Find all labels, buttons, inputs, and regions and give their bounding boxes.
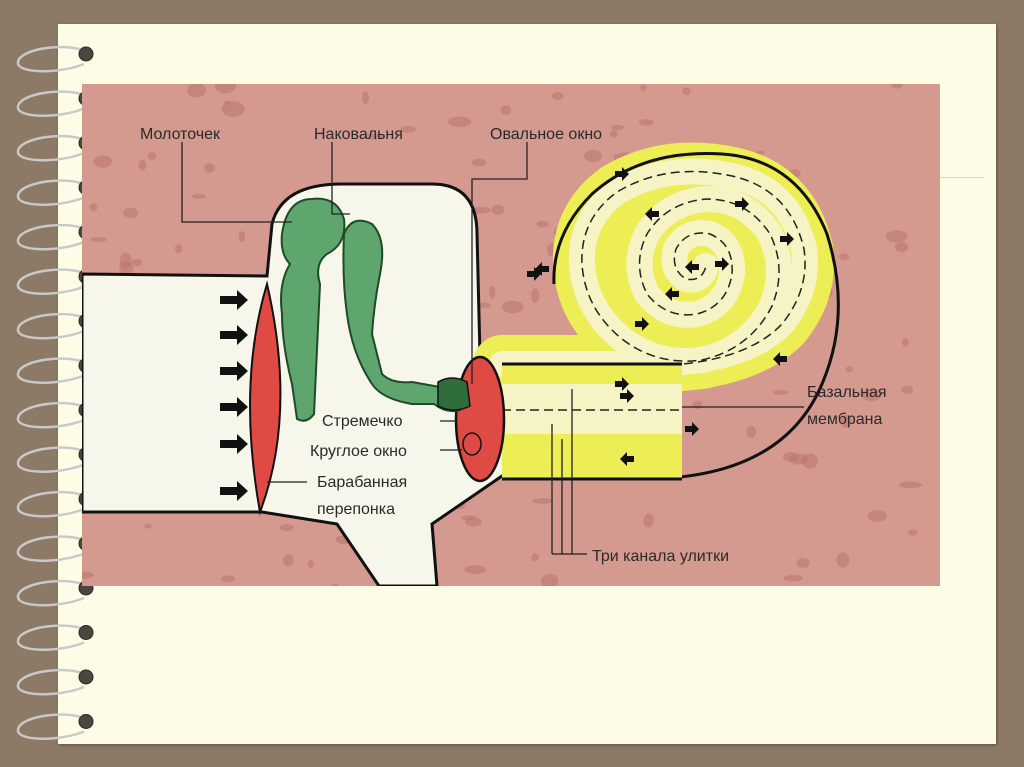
round-window	[462, 432, 482, 456]
label-stapes: Стремечко	[322, 413, 403, 430]
arrow-right-icon	[220, 325, 248, 345]
malleus	[280, 197, 346, 422]
flow-arrow-icon	[685, 260, 699, 274]
flow-arrow-icon	[615, 167, 629, 181]
divider-line	[940, 177, 984, 178]
flow-arrow-icon	[635, 317, 649, 331]
stapes	[437, 377, 471, 411]
cochlea-outline	[502, 152, 840, 481]
binding-ring	[16, 713, 94, 740]
ear-diagram: Молоточек Наковальня Овальное окно Стрем…	[82, 84, 940, 586]
flow-arrow-icon	[665, 287, 679, 301]
label-eardrum-2: перепонка	[317, 501, 395, 518]
eardrum	[249, 280, 282, 516]
flow-arrow-icon	[773, 352, 787, 366]
oval-round-window	[454, 355, 506, 483]
label-basilar-1: Базальная	[807, 384, 887, 401]
label-oval-window: Овальное окно	[490, 126, 602, 143]
binding-ring	[16, 624, 94, 651]
flow-arrow-icon	[735, 197, 749, 211]
binding-ring	[16, 45, 94, 73]
label-cochlea-canals: Три канала улитки	[592, 548, 729, 565]
flow-arrow-icon	[685, 422, 699, 436]
flow-arrow-icon	[645, 207, 659, 221]
arrow-right-icon	[220, 397, 248, 417]
label-malleus: Молоточек	[140, 126, 221, 143]
flow-arrow-icon	[780, 232, 794, 246]
arrow-right-icon	[220, 290, 248, 310]
ossicles	[280, 197, 471, 422]
flow-arrow-icon	[620, 389, 634, 403]
label-basilar-2: мембрана	[807, 411, 883, 428]
leader-lines	[181, 142, 804, 555]
ear-canal	[82, 182, 644, 586]
cochlea	[473, 142, 840, 481]
arrow-right-icon	[220, 481, 248, 501]
fluid-flow-arrows	[527, 167, 794, 466]
cochlea-duct	[502, 362, 682, 481]
label-incus: Наковальня	[314, 126, 403, 143]
flow-arrow-icon	[715, 257, 729, 271]
flow-arrow-icon	[615, 377, 629, 391]
flow-arrow-icon	[535, 262, 549, 276]
arrow-right-icon	[220, 434, 248, 454]
label-eardrum-1: Барабанная	[317, 474, 407, 491]
binding-ring	[16, 668, 94, 696]
label-round-window: Круглое окно	[310, 443, 407, 460]
flow-arrow-icon	[620, 452, 634, 466]
sound-wave-arrows	[220, 290, 248, 501]
arrow-right-icon	[220, 361, 248, 381]
